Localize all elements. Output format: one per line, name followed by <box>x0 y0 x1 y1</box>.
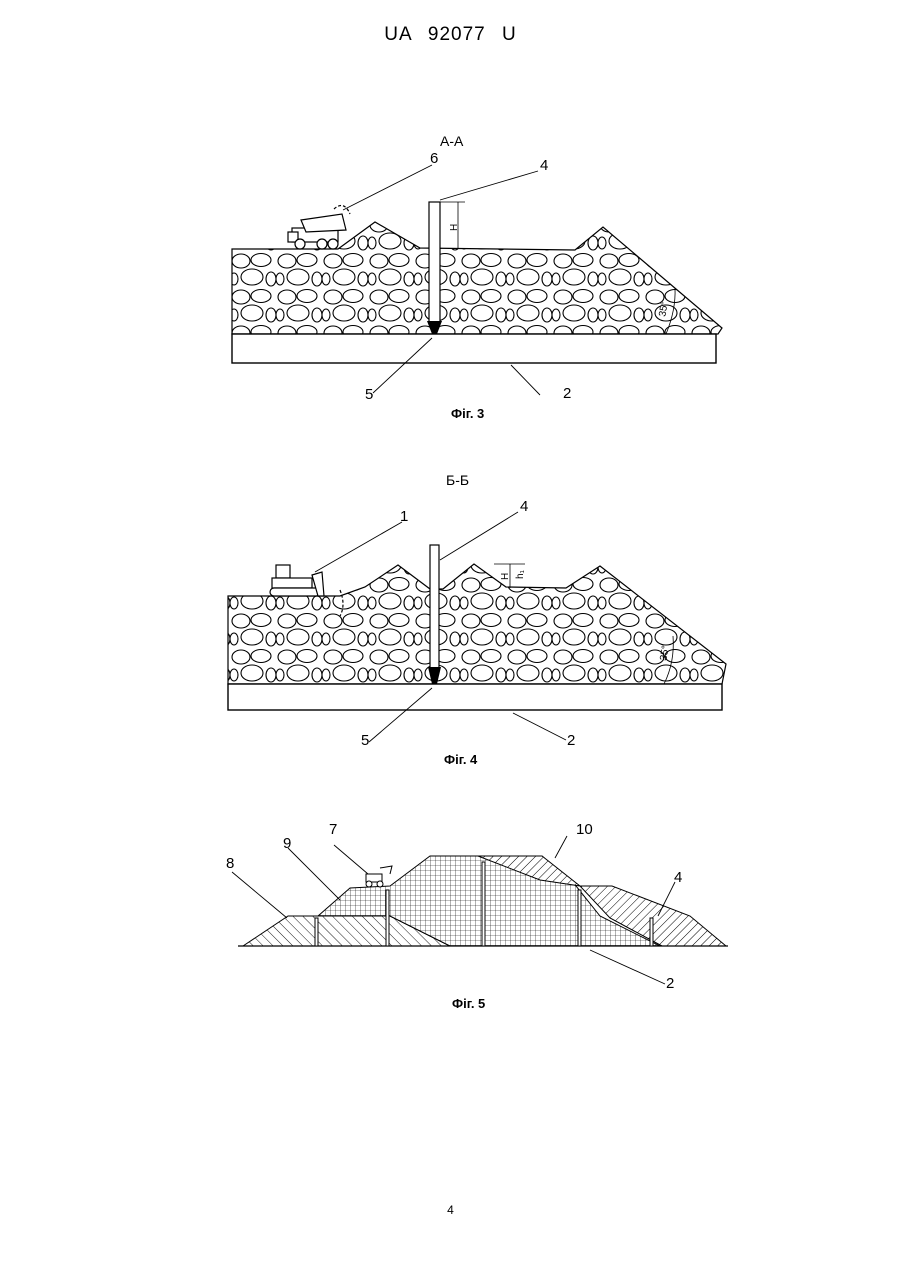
callout-2: 2 <box>567 732 575 749</box>
caption-fig5: Фіг. 5 <box>452 996 485 1011</box>
figure-4: Б-Б H h₁ 35° 1 4 5 2 Фіг. 4 <box>228 472 726 767</box>
callout-5: 5 <box>361 732 369 749</box>
figure-3: А-А H 35° 6 4 5 2 Фіг. <box>232 133 722 421</box>
dump-base <box>232 334 716 363</box>
callout-7: 7 <box>329 821 337 838</box>
callout-4: 4 <box>520 498 528 515</box>
caption-fig3: Фіг. 3 <box>451 406 484 421</box>
caption-fig4: Фіг. 4 <box>444 752 478 767</box>
callout-2: 2 <box>563 385 571 402</box>
dump-truck-icon <box>288 205 350 249</box>
section-label-a: А-А <box>440 133 464 149</box>
dump-base <box>228 684 722 710</box>
callout-4: 4 <box>674 869 682 886</box>
drain-pipe <box>430 545 439 668</box>
drain-pipe <box>429 202 440 322</box>
callout-10: 10 <box>576 821 593 838</box>
callout-1: 1 <box>400 508 408 525</box>
callout-4: 4 <box>540 157 548 174</box>
callout-8: 8 <box>226 855 234 872</box>
callout-6: 6 <box>430 150 438 167</box>
truck-icon <box>366 866 392 887</box>
dim-h: H <box>500 573 511 580</box>
callout-9: 9 <box>283 835 291 852</box>
dim-h1: h₁ <box>515 569 526 579</box>
callout-2: 2 <box>666 975 674 992</box>
dim-h: H <box>449 224 460 231</box>
callout-5: 5 <box>365 386 373 403</box>
section-label-b: Б-Б <box>446 472 469 488</box>
page-number: 4 <box>0 1203 901 1217</box>
figure-5: 7 10 9 8 4 2 Фіг. 5 <box>226 821 728 1011</box>
